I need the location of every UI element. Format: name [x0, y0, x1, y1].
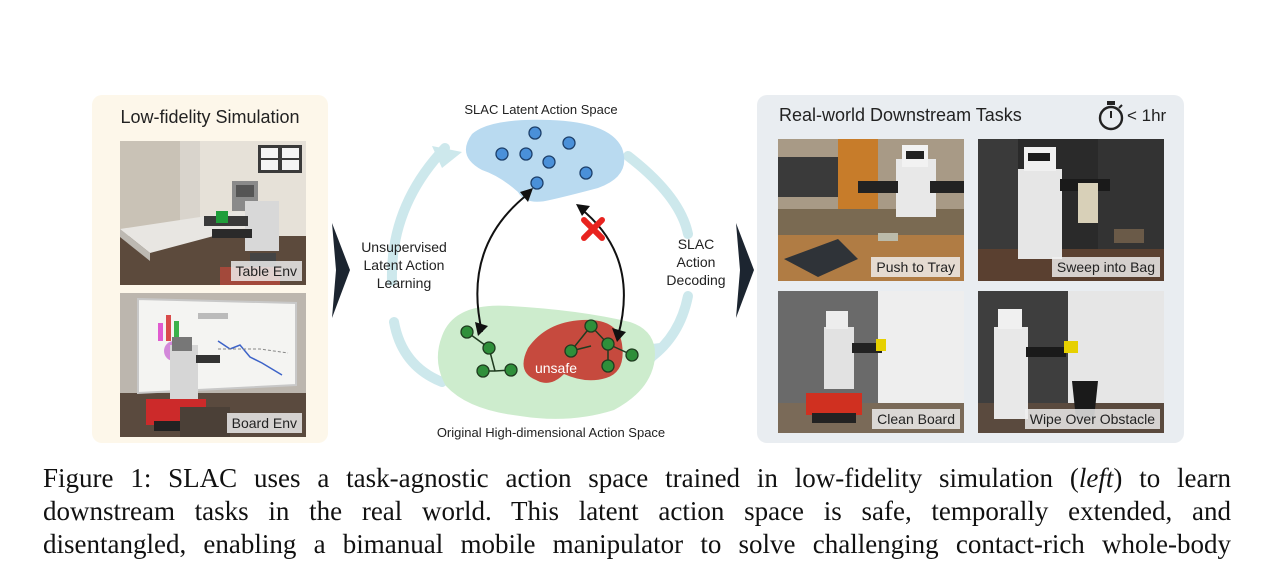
chevron-right-icon	[332, 223, 350, 318]
board-env-image: Board Env	[120, 293, 306, 437]
cycle-arrow-top-left	[386, 143, 450, 286]
cycle-arrow-top-right	[623, 151, 693, 239]
real-world-tasks-panel: Real-world Downstream Tasks < 1hr Push t…	[757, 95, 1184, 443]
push-to-tray-label: Push to Tray	[871, 257, 960, 277]
table-env-label: Table Env	[230, 261, 302, 281]
table-env-scene	[120, 141, 306, 285]
caption-line-1: Figure 1: SLAC uses a task-agnostic acti…	[43, 463, 1232, 493]
blocked-x-icon	[581, 217, 605, 241]
unsupervised-learning-label: Unsupervised Latent Action Learning	[361, 239, 447, 291]
unsafe-label: unsafe	[534, 360, 578, 376]
board-env-label: Board Env	[226, 413, 302, 433]
latent-space-label: SLAC Latent Action Space	[464, 102, 618, 117]
wipe-over-obstacle-image: Wipe Over Obstacle	[978, 291, 1164, 433]
board-env-scene	[120, 293, 306, 437]
right-panel-title: Real-world Downstream Tasks	[779, 105, 1022, 125]
sweep-into-bag-label: Sweep into Bag	[1051, 257, 1160, 277]
slac-decoding-label: SLAC Action Decoding	[666, 236, 726, 288]
time-budget-label: < 1hr	[1127, 106, 1167, 125]
caption-line-2: downstream tasks in the real world. This…	[43, 496, 1231, 526]
figure-caption: Figure 1: SLAC uses a task-agnostic acti…	[43, 462, 1231, 561]
chevron-right-icon	[736, 223, 754, 318]
low-fidelity-simulation-panel: Low-fidelity Simulation Table Env	[92, 95, 328, 443]
clean-board-image: Clean Board	[778, 291, 964, 433]
sweep-into-bag-image: Sweep into Bag	[978, 139, 1164, 281]
stopwatch-icon	[1098, 101, 1124, 131]
table-env-image: Table Env	[120, 141, 306, 285]
cycle-arrow-bottom-left	[389, 317, 447, 387]
arrow-up-head	[520, 188, 533, 202]
left-panel-title: Low-fidelity Simulation	[120, 107, 300, 127]
push-to-tray-image: Push to Tray	[778, 139, 964, 281]
original-space-label: Original High-dimensional Action Space	[436, 425, 666, 440]
latent-action-diagram	[386, 119, 693, 419]
clean-board-label: Clean Board	[872, 409, 960, 429]
caption-line-3: disentangled, enabling a bimanual mobile…	[43, 529, 1231, 559]
wipe-over-obstacle-label: Wipe Over Obstacle	[1024, 409, 1160, 429]
